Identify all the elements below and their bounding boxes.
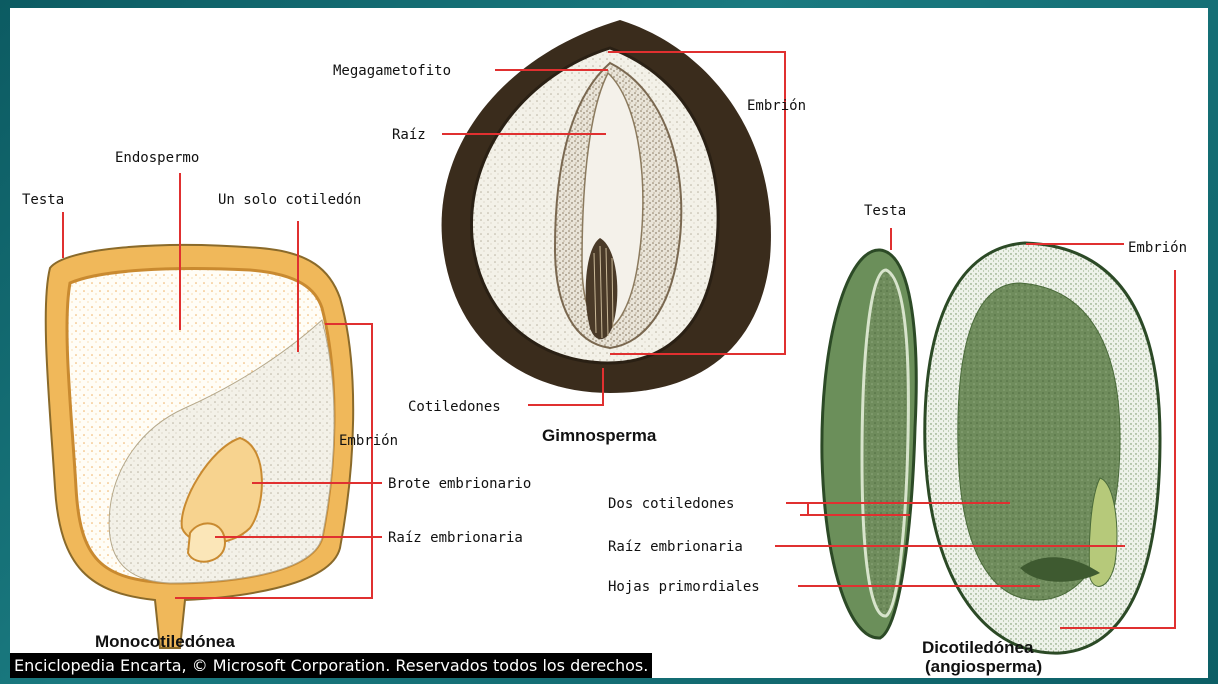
label-megagametofito: Megagametofito	[333, 63, 451, 79]
monocot-seed	[46, 245, 353, 648]
label-un-solo-cotiledon: Un solo cotiledón	[218, 192, 361, 208]
label-brote-embrionario: Brote embrionario	[388, 476, 531, 492]
title-angiosperma: (angiosperma)	[925, 657, 1042, 676]
label-hojas-primordiales: Hojas primordiales	[608, 579, 760, 595]
mono-embryo-root	[188, 523, 225, 561]
label-mono-raiz-embrionaria: Raíz embrionaria	[388, 530, 523, 546]
dicot-seed	[822, 243, 1160, 653]
title-gimnosperma: Gimnosperma	[542, 426, 657, 445]
diagram-canvas: Megagametofito Embrión Raíz Cotiledones …	[10, 8, 1208, 678]
copyright-credit: Enciclopedia Encarta, © Microsoft Corpor…	[10, 653, 652, 678]
title-monocotiledonea: Monocotiledónea	[95, 632, 235, 651]
label-dos-cotiledones: Dos cotiledones	[608, 496, 734, 512]
label-dicot-testa: Testa	[864, 203, 906, 219]
label-endospermo: Endospermo	[115, 150, 199, 166]
label-mono-embrion: Embrión	[339, 433, 398, 449]
label-gymno-raiz: Raíz	[392, 127, 426, 143]
label-dicot-embrion: Embrión	[1128, 240, 1187, 256]
dicot-left-cotyledon-inner	[862, 270, 908, 616]
label-dicot-raiz-embrionaria: Raíz embrionaria	[608, 539, 743, 555]
label-mono-testa: Testa	[22, 192, 64, 208]
seed-diagram: Megagametofito Embrión Raíz Cotiledones …	[10, 8, 1208, 678]
title-dicotiledonea: Dicotiledónea	[922, 638, 1034, 657]
label-gymno-embrion: Embrión	[747, 98, 806, 114]
gymnosperm-seed	[442, 20, 771, 393]
label-cotiledones: Cotiledones	[408, 399, 501, 415]
